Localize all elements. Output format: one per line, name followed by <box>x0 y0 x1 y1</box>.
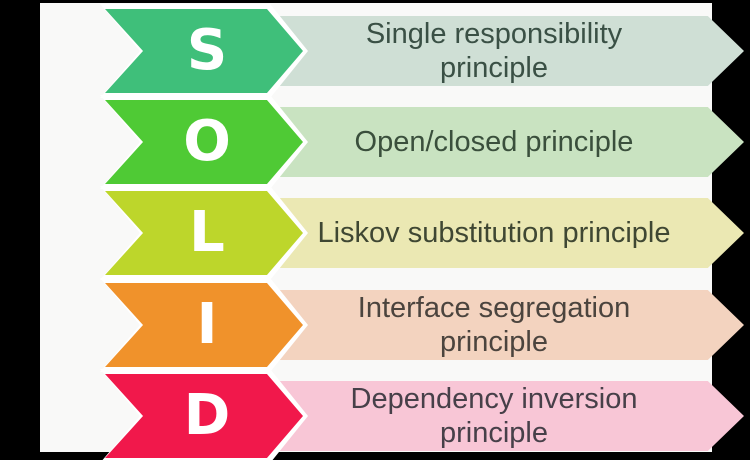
solid-letter-d: D <box>183 383 231 448</box>
principle-line-2: principle <box>440 417 548 449</box>
solid-letter-o: O <box>183 109 231 174</box>
principle-text: Interface segregation principle <box>290 290 698 360</box>
principle-banner: Interface segregation principle <box>280 290 744 360</box>
row-single-responsibility: Single responsibility principle S <box>40 4 750 103</box>
principle-line-2: principle <box>440 52 548 84</box>
row-open-closed: Open/closed principle O <box>40 95 750 194</box>
principle-line-1: Dependency inversion <box>350 383 638 415</box>
right-arrow-icon: O <box>105 100 303 184</box>
principle-line-1: Interface segregation <box>357 292 631 324</box>
solid-letter-i: I <box>196 292 218 357</box>
principle-banner: Single responsibility principle <box>280 16 744 86</box>
principle-text: Dependency inversion principle <box>290 381 698 451</box>
right-arrow-icon: D <box>105 374 303 458</box>
row-dependency-inversion: Dependency inversion principle D <box>40 369 750 468</box>
principle-line-1: Single responsibility <box>365 18 623 50</box>
solid-letter-s: S <box>186 18 228 83</box>
row-interface-segregation: Interface segregation principle I <box>40 278 750 377</box>
right-arrow-icon: I <box>105 283 303 367</box>
row-liskov-substitution: Liskov substitution principle L <box>40 186 750 285</box>
solid-letter-l: L <box>189 200 225 265</box>
principle-banner: Liskov substitution principle <box>280 198 744 268</box>
right-arrow-icon: L <box>105 191 303 275</box>
principle-line-2: principle <box>440 326 548 358</box>
principle-text: Single responsibility principle <box>290 16 698 86</box>
principle-text: Liskov substitution principle <box>290 198 698 268</box>
right-arrow-icon: S <box>105 9 303 93</box>
principle-line-1: Liskov substitution principle <box>317 217 671 249</box>
principle-banner: Dependency inversion principle <box>280 381 744 451</box>
principle-text: Open/closed principle <box>290 107 698 177</box>
principle-line-1: Open/closed principle <box>354 126 634 158</box>
principle-banner: Open/closed principle <box>280 107 744 177</box>
diagram-canvas: Single responsibility principle S Open/c… <box>40 3 744 463</box>
